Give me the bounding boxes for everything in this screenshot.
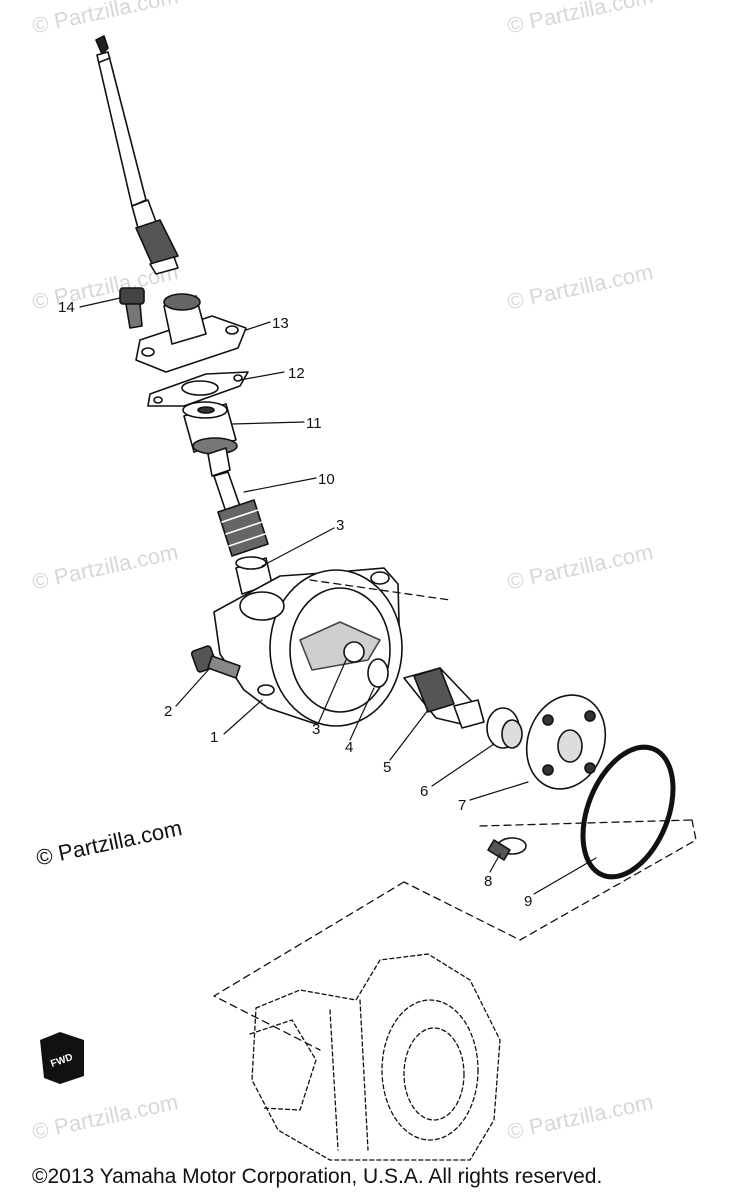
callout-3-lower: 3 (312, 721, 320, 738)
callout-5: 5 (383, 759, 391, 776)
part-13-flange (135, 293, 247, 373)
callout-1: 1 (210, 729, 218, 746)
copyright-notice: ©2013 Yamaha Motor Corporation, U.S.A. A… (32, 1165, 603, 1188)
callout-9: 9 (524, 893, 532, 910)
callout-13: 13 (272, 315, 289, 332)
callout-2: 2 (164, 703, 172, 720)
leader-lines (79, 297, 597, 895)
callout-3-upper: 3 (336, 517, 344, 534)
callout-14: 14 (58, 299, 75, 316)
speedometer-cable (95, 35, 179, 275)
callout-12: 12 (288, 365, 305, 382)
wheel-hub (249, 953, 501, 1161)
part-5-drive-gear (403, 667, 485, 729)
part-12-gasket (147, 371, 249, 407)
part-1-housing (213, 567, 403, 727)
fwd-arrow-icon: FWD (40, 1032, 84, 1084)
callout-7: 7 (458, 797, 466, 814)
part-10-gear-shaft (207, 447, 269, 557)
part-7-plate (525, 694, 607, 790)
callout-4: 4 (345, 739, 353, 756)
callout-8: 8 (484, 873, 492, 890)
part-2-bolt (190, 645, 241, 679)
part-9-o-ring (580, 744, 676, 880)
callout-10: 10 (318, 471, 335, 488)
part-11-bushing (182, 401, 238, 455)
assembly-lines (213, 579, 697, 1051)
callout-labels: 14 13 12 11 10 3 2 1 3 4 5 6 7 8 9 (58, 299, 532, 910)
part-8-screw (487, 837, 527, 861)
part-4-washer (367, 658, 389, 688)
callout-11: 11 (306, 415, 322, 432)
callout-6: 6 (420, 783, 428, 800)
part-14-bolt (119, 287, 145, 329)
part-6-collar (486, 707, 523, 749)
